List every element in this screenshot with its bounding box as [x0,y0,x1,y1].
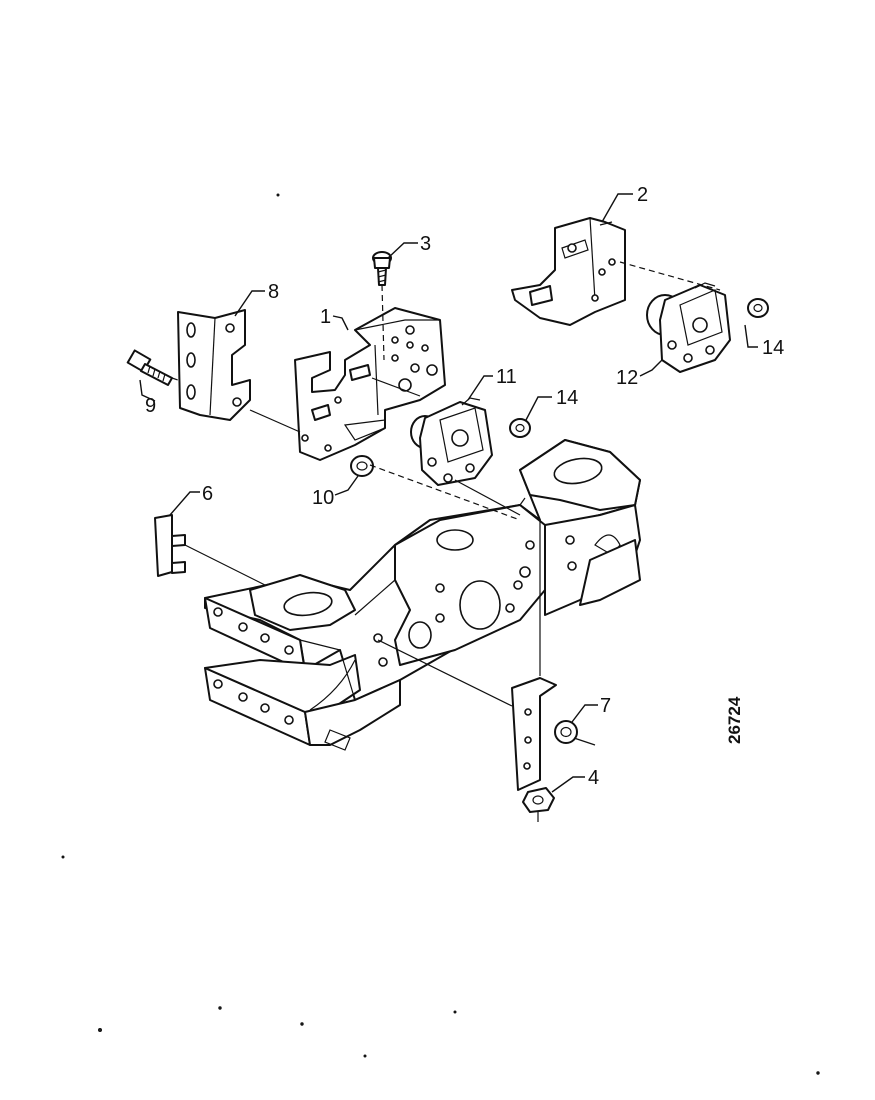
callout-leaders [139,193,758,793]
scan-specks [61,193,820,1075]
part-6-stud-plate [154,514,186,577]
callout-label-4: 4 [588,767,599,789]
callout-label-12: 12 [616,367,638,389]
callout-label-8: 8 [268,281,279,303]
assembly-lines [184,377,596,822]
reference-number: 26724 [725,696,744,744]
part-8-bracket [177,309,251,421]
callout-label-10: 10 [312,487,334,509]
part-9-bolt [126,349,173,386]
part-10-nut [350,455,374,477]
callout-label-9: 9 [145,395,156,417]
part-11-mount [410,397,493,486]
callout-label-7: 7 [600,695,611,717]
part-3-screw [372,251,392,286]
part-2-bracket [511,217,626,326]
callout-label-2: 2 [637,184,648,206]
callout-label-6: 6 [202,483,213,505]
callout-labels: 2 3 1 8 9 11 14 10 14 12 6 7 4 [145,184,784,789]
part-4-nut [522,787,555,813]
vertical-bracket [511,677,557,791]
frame-crossmember [204,439,641,751]
callout-label-1: 1 [320,306,331,328]
part-12-mount [646,282,731,373]
callout-label-3: 3 [420,233,431,255]
callout-label-14-center: 14 [556,387,578,409]
part-14-nut-upper [747,298,769,318]
part-7-nut [554,720,578,744]
callout-label-14-upper: 14 [762,337,784,359]
callout-label-11: 11 [496,366,517,388]
part-1-bracket [294,307,446,461]
part-14-nut-center [509,418,531,438]
